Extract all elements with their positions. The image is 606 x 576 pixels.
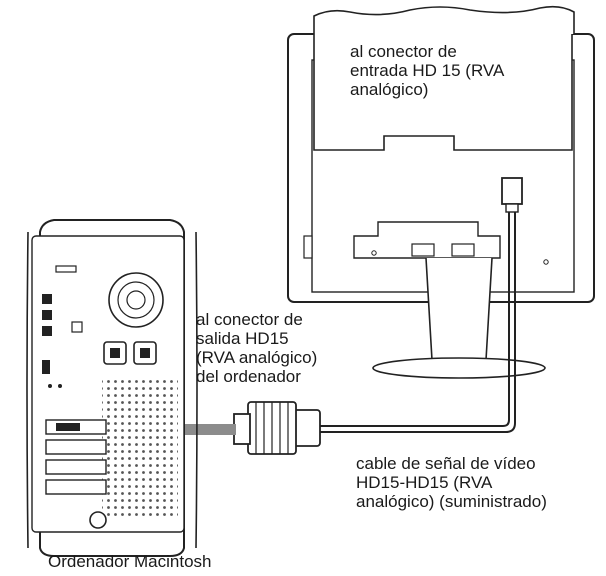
monitor-stand-neck — [425, 257, 493, 361]
computer-pci-slot-4 — [45, 479, 107, 495]
monitor-port-2 — [451, 243, 475, 257]
monitor-side-button — [303, 235, 313, 259]
monitor-screw-left — [371, 250, 377, 256]
connector-shell — [233, 413, 251, 445]
computer-fan — [108, 272, 164, 328]
power-mac-g5-rear — [26, 219, 198, 557]
monitor-back-cover — [313, 34, 573, 151]
monitor-top-cover — [313, 5, 575, 34]
monitor-rear-view — [287, 5, 595, 379]
computer-hd15-output-port — [56, 423, 80, 431]
computer-pci-slot-3 — [45, 459, 107, 475]
signal-cable-label: cable de señal de vídeo HD15-HD15 (RVA a… — [356, 454, 547, 511]
monitor-input-label: al conector de entrada HD 15 (RVA analóg… — [350, 42, 505, 99]
computer-handle-right — [195, 231, 198, 549]
monitor-hd15-input-plug — [501, 177, 523, 205]
computer-lock-ring — [89, 511, 107, 529]
computer-pci-slot-2 — [45, 439, 107, 455]
monitor-stand-base — [372, 357, 546, 379]
computer-audio-port — [42, 294, 52, 304]
computer-output-label: al conector de salida HD15 (RVA analógic… — [196, 310, 318, 386]
monitor-hd15-plug-collar — [505, 203, 519, 213]
computer-port-row — [55, 265, 77, 273]
computer-name-label: Ordenador Macintosh — [48, 552, 212, 571]
video-signal-cable — [318, 212, 516, 433]
monitor-screw-right — [543, 259, 549, 265]
computer-handle-left — [26, 231, 29, 549]
monitor-port-1 — [411, 243, 435, 257]
hd15-vga-connector — [233, 401, 321, 455]
computer-ventilation-grid — [102, 378, 178, 516]
